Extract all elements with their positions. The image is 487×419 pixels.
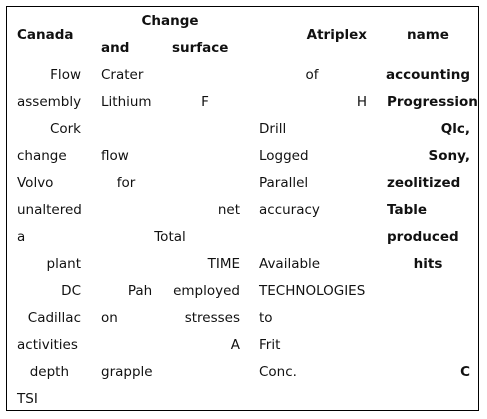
header-name: name <box>407 27 449 43</box>
cell: A <box>230 337 240 353</box>
cell: Cork <box>49 121 81 137</box>
table-border <box>6 6 479 411</box>
cell: Conc. <box>259 364 297 380</box>
cell: Total <box>154 229 186 245</box>
cell: on <box>101 310 118 326</box>
header-change: Change <box>141 13 199 29</box>
cell: Qlc, <box>440 121 470 137</box>
cell: net <box>217 202 240 218</box>
cell: grapple <box>101 364 153 380</box>
header-canada: Canada <box>17 27 74 43</box>
cell: flow <box>101 148 129 164</box>
cell: a <box>17 229 26 245</box>
header-surface: surface <box>172 40 229 56</box>
cell: accounting <box>386 67 470 83</box>
header-and: and <box>101 40 130 56</box>
cell: Parallel <box>259 175 309 191</box>
cell: produced <box>387 229 459 245</box>
cell: Volvo <box>17 175 54 191</box>
cell: plant <box>46 256 81 272</box>
cell: Cadillac <box>27 310 81 326</box>
cell: depth <box>29 364 69 380</box>
cell: hits <box>413 256 443 272</box>
cell: Crater <box>101 67 144 83</box>
cell: stresses <box>184 310 240 326</box>
cell: unaltered <box>17 202 82 218</box>
cell: Table <box>387 202 428 218</box>
cell: Flow <box>50 67 81 83</box>
cell: Frit <box>259 337 281 353</box>
cell: DC <box>61 283 81 299</box>
cell: accuracy <box>259 202 320 218</box>
cell: Sony, <box>428 148 471 164</box>
cell: TECHNOLOGIES <box>259 283 366 299</box>
cell: F <box>201 94 209 110</box>
cell: H <box>356 94 367 110</box>
cell: TSI <box>17 391 38 407</box>
cell: of <box>305 67 319 83</box>
cell: Lithium <box>101 94 152 110</box>
cell: Drill <box>259 121 287 137</box>
cell: Logged <box>259 148 309 164</box>
cell: for <box>116 175 136 191</box>
cell: zeolitized <box>387 175 461 191</box>
cell: assembly <box>17 94 82 110</box>
cell: activities <box>17 337 78 353</box>
header-atriplex: Atriplex <box>306 27 367 43</box>
cell: Pah <box>127 283 153 299</box>
cell: C <box>460 364 470 380</box>
cell: Available <box>259 256 321 272</box>
cell: Progression <box>387 94 478 110</box>
cell: to <box>259 310 273 326</box>
cell: change <box>17 148 67 164</box>
cell: TIME <box>207 256 240 272</box>
cell: employed <box>173 283 240 299</box>
